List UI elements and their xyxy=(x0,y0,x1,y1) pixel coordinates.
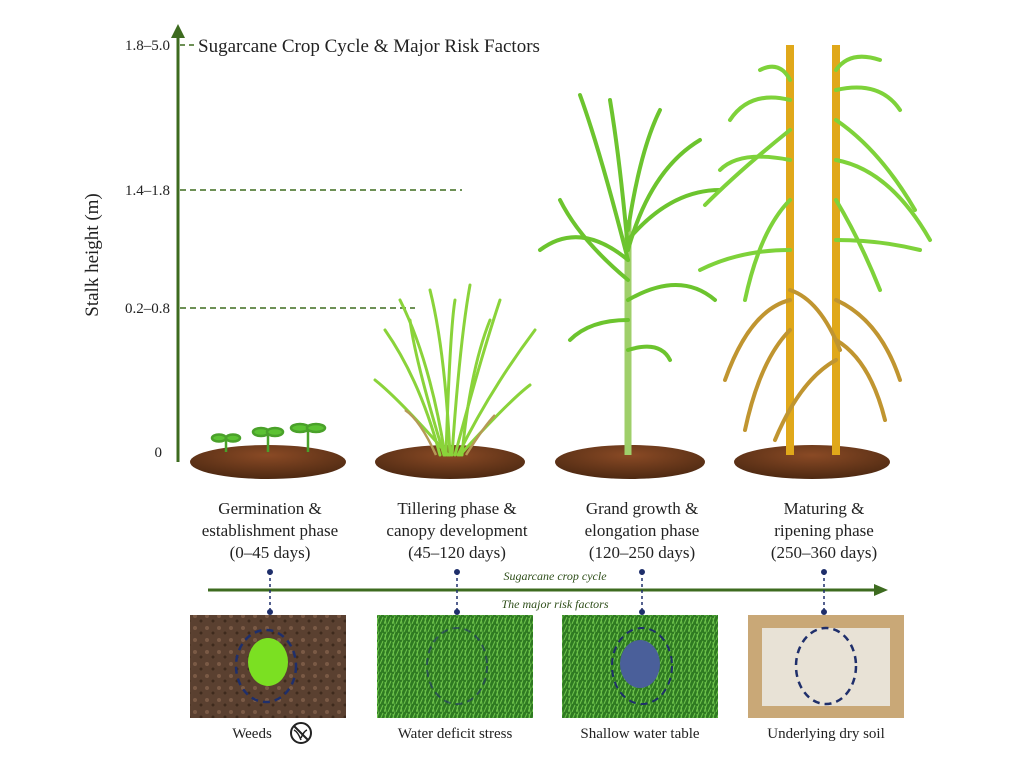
svg-text:(45–120 days): (45–120 days) xyxy=(408,543,506,562)
svg-text:(120–250 days): (120–250 days) xyxy=(589,543,695,562)
risk-caption-shallow-water-table: Shallow water table xyxy=(580,726,699,742)
risk-caption-weeds: Weeds xyxy=(232,726,272,742)
phase-label-grand-growth: Grand growth & elongation phase (120–250… xyxy=(585,499,700,562)
grand-growth-plant-illustration xyxy=(538,93,722,479)
risk-image-weeds xyxy=(190,615,346,718)
tick-label: 1.8–5.0 xyxy=(125,38,170,54)
marker xyxy=(639,569,645,615)
marker xyxy=(821,569,827,615)
risk-caption-water-deficit: Water deficit stress xyxy=(398,726,513,742)
svg-text:Germination &: Germination & xyxy=(218,499,321,518)
svg-text:(250–360 days): (250–360 days) xyxy=(771,543,877,562)
tick-label: 1.4–1.8 xyxy=(125,183,170,199)
risk-image-shallow-water-table xyxy=(562,615,718,718)
marker xyxy=(454,569,460,615)
phase-label-germination: Germination & establishment phase (0–45 … xyxy=(202,499,338,562)
no-weeds-icon xyxy=(290,722,312,744)
timeline-top-label: Sugarcane crop cycle xyxy=(503,569,607,583)
svg-text:Tillering phase &: Tillering phase & xyxy=(397,499,516,518)
timeline-arrow xyxy=(208,584,888,596)
svg-text:establishment phase: establishment phase xyxy=(202,521,338,540)
tick-label: 0 xyxy=(155,445,163,461)
svg-text:ripening phase: ripening phase xyxy=(774,521,874,540)
svg-text:Grand growth &: Grand growth & xyxy=(586,499,698,518)
phase-label-maturing: Maturing & ripening phase (250–360 days) xyxy=(771,499,877,562)
svg-text:canopy development: canopy development xyxy=(386,521,527,540)
tillering-plant-illustration xyxy=(373,283,537,479)
risk-image-dry-soil xyxy=(748,615,904,718)
timeline-markers xyxy=(267,569,827,615)
y-axis xyxy=(171,24,462,462)
marker xyxy=(267,569,273,615)
svg-text:(0–45 days): (0–45 days) xyxy=(230,543,311,562)
diagram-title: Sugarcane Crop Cycle & Major Risk Factor… xyxy=(198,36,540,57)
svg-text:Maturing &: Maturing & xyxy=(784,499,865,518)
risk-image-water-deficit xyxy=(377,615,533,718)
germination-plant-illustration xyxy=(190,422,346,479)
tick-label: 0.2–0.8 xyxy=(125,301,170,317)
maturing-plant-illustration xyxy=(698,45,932,479)
risk-caption-dry-soil: Underlying dry soil xyxy=(767,726,885,742)
y-axis-label: Stalk height (m) xyxy=(82,193,103,316)
phase-label-tillering: Tillering phase & canopy development (45… xyxy=(386,499,527,562)
timeline-bottom-label: The major risk factors xyxy=(501,597,608,611)
svg-text:elongation phase: elongation phase xyxy=(585,521,700,540)
